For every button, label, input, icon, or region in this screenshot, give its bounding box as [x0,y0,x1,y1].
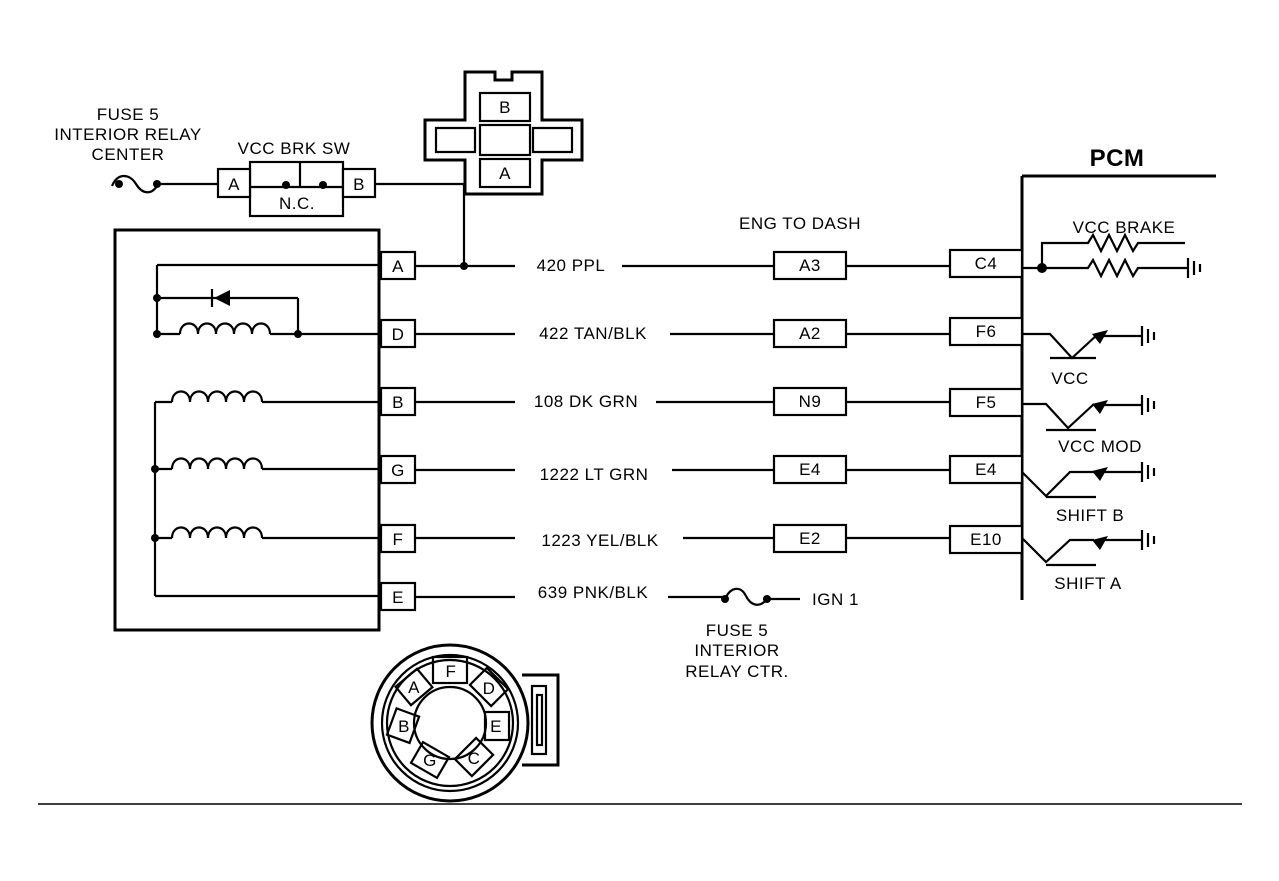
brake-switch-pin-b: B [353,175,365,194]
transistor-vcc: VCC [1022,326,1156,388]
brake-switch: A B N.C. [216,160,377,218]
pcm-outline [1020,174,1216,600]
ground-icon [1140,395,1156,415]
round-pin-a: A [408,678,420,697]
vcc-brake-label: VCC BRAKE [1073,218,1176,237]
round-pin-e: E [490,717,502,736]
fuse-bottom-symbol [721,587,771,606]
fuse-bottom-line1: FUSE 5 [706,621,769,640]
round-pin-d: D [483,679,496,698]
transistor-shift-b: SHIFT B [1021,462,1156,525]
dash-pin: A2 [799,324,821,343]
diode-icon [214,290,230,306]
output-label: VCC MOD [1058,437,1142,456]
vcc-brake-resistors [1022,232,1202,279]
ground-icon [1140,530,1156,550]
top-connector-pin-b: B [499,98,511,117]
solenoid-pins: A D B G F E [379,250,417,612]
wire-runs [415,262,800,601]
brake-switch-state: N.C. [279,194,315,213]
pcm-pins: C4 F6 F5 E4 E10 [948,248,1024,555]
eng-to-dash-label: ENG TO DASH [739,214,861,233]
top-connector: B A [423,70,584,196]
brake-switch-pin-a: A [228,175,240,194]
ground-icon [1186,258,1202,278]
pcm-pin: E4 [975,460,997,479]
round-connector: F D E C G B A [370,643,560,803]
wire-label: 108 DK GRN [534,392,638,411]
eng-to-dash-connector: A3 A2 N9 E4 E2 [772,250,848,554]
output-label: SHIFT B [1056,506,1124,525]
dash-pin: N9 [799,392,822,411]
round-pin-g: G [423,751,437,770]
fuse-top-line1: FUSE 5 [97,105,160,124]
top-connector-pin-a: A [499,164,511,183]
ign-label: IGN 1 [812,590,859,609]
fuse-top-line3: CENTER [92,145,165,164]
dash-pin: E2 [799,529,821,548]
ground-icon [1140,462,1156,482]
wire-label: 1223 YEL/BLK [541,531,658,550]
pin-e-label: E [392,588,404,607]
output-label: VCC [1051,369,1088,388]
wire-label: 422 TAN/BLK [539,324,647,343]
fuse-top-label: FUSE 5 INTERIOR RELAY CENTER [54,105,201,164]
transistor-vcc-mod: VCC MOD [1022,395,1156,456]
solenoid-assembly [113,228,381,632]
round-pin-f: F [446,662,457,681]
dash-pin: E4 [799,460,821,479]
fuse-top-line2: INTERIOR RELAY [54,125,201,144]
pin-d-label: D [392,325,405,344]
wire-labels: 420 PPL 422 TAN/BLK 108 DK GRN 1222 LT G… [534,256,658,602]
dash-to-pcm-wires [846,264,950,540]
pcm-pin: F6 [976,322,997,341]
fuse-top-symbol [110,174,218,194]
ground-icon [1140,326,1156,346]
wire-label: 420 PPL [537,256,606,275]
fuse-bottom-line2: INTERIOR [694,641,779,660]
pin-a-label: A [392,257,404,276]
round-pin-c: C [468,749,481,768]
output-label: SHIFT A [1054,574,1122,593]
round-pin-b: B [398,717,410,736]
brake-switch-title: VCC BRK SW [238,139,351,158]
dash-pin: A3 [799,256,821,275]
coil-icon [178,322,272,335]
pcm-label: PCM [1090,145,1145,172]
pin-f-label: F [393,530,404,549]
wire-label: 1222 LT GRN [540,465,649,484]
pcm-pin: E10 [970,530,1002,549]
pin-b-label: B [392,393,404,412]
pin-g-label: G [391,461,405,480]
transistor-shift-a: SHIFT A [1021,530,1156,593]
pcm-pin: C4 [975,254,998,273]
fuse-bottom-line3: RELAY CTR. [685,662,789,681]
wire-label: 639 PNK/BLK [538,583,649,602]
pcm-pin: F5 [976,393,997,412]
